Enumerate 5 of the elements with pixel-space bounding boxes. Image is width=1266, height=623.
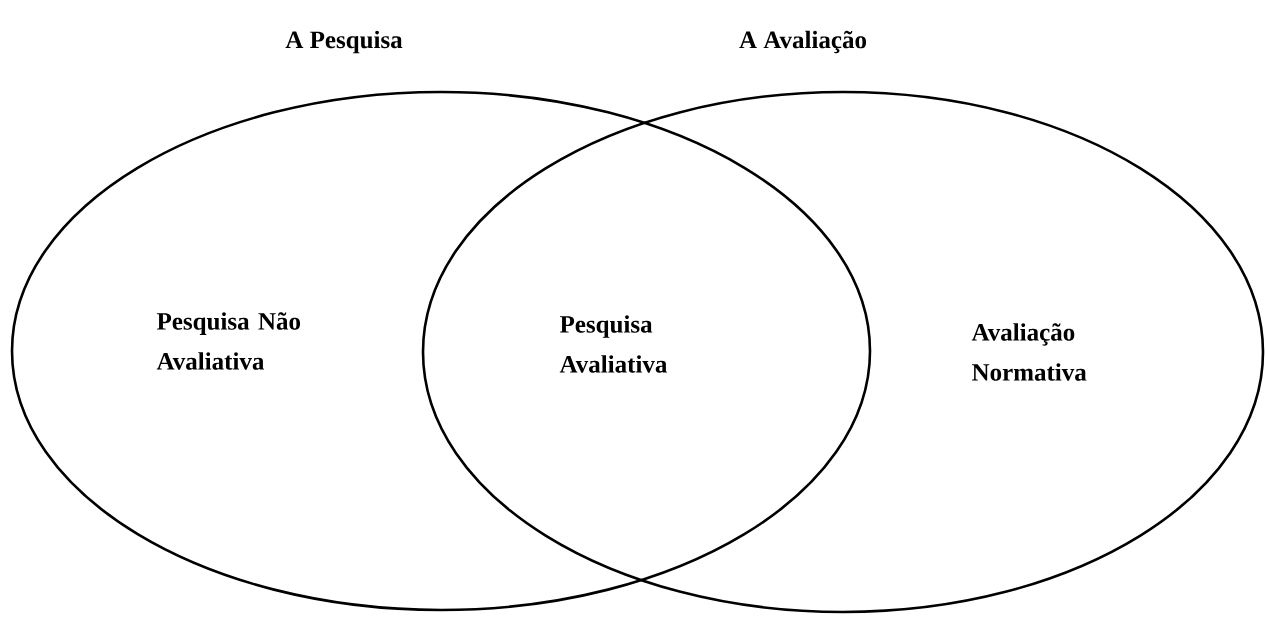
region-label: Pesquisa Não Avaliativa: [156, 312, 301, 370]
region-label: Pesquisa Avaliativa: [559, 315, 668, 373]
set-title: A Pesquisa: [285, 30, 403, 54]
region-label: Avaliação Normativa: [971, 323, 1087, 381]
set-title: A Avaliação: [739, 30, 867, 54]
